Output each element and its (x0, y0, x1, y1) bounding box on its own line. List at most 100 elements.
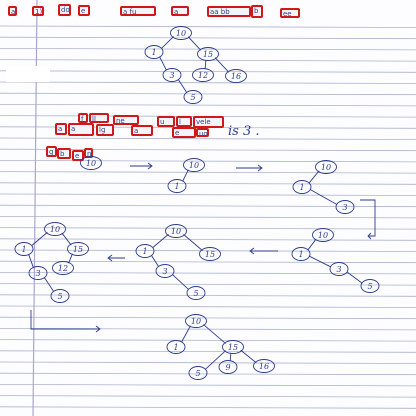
step-4-tree-node-label: 10 (318, 231, 328, 240)
initial-tree-node: 3 (162, 68, 182, 82)
arrow-step5-to-step6 (107, 254, 125, 262)
arrow-step1-to-step2 (130, 162, 153, 170)
initial-tree-node: 10 (170, 26, 192, 40)
initial-tree-edge (187, 36, 202, 51)
step-7-tree-node: 1 (166, 340, 186, 354)
initial-tree-node: 16 (225, 69, 247, 83)
question-box-5: l (176, 116, 192, 127)
step-3-tree-node: 10 (315, 160, 337, 174)
step-7-tree-node-label: 10 (191, 317, 201, 326)
step-4-tree-edge (309, 255, 331, 268)
step-4-tree-node-label: 5 (367, 282, 372, 291)
paper-blank-patch (6, 66, 50, 82)
question-box-6: vele (193, 116, 224, 128)
initial-tree-edge (214, 57, 230, 73)
header-box-5: a fu (120, 6, 156, 16)
step-6-tree-edge (31, 231, 48, 247)
question-box-12: uo (196, 128, 209, 137)
arrow-step6-to-step7 (30, 310, 101, 333)
question-box-7: a (55, 123, 67, 135)
step-6-tree-node: 3 (28, 266, 48, 280)
initial-tree-edge (204, 59, 207, 70)
step-3-tree-node: 3 (335, 200, 355, 214)
step-6-tree-node-label: 10 (50, 225, 60, 234)
step-7-tree-node: 9 (218, 360, 238, 374)
step-2-tree-edge (182, 169, 189, 182)
initial-tree-edge (159, 56, 167, 71)
initial-tree-node-label: 10 (176, 29, 186, 38)
step-5-tree-node: 15 (199, 247, 221, 261)
initial-tree-edge (161, 36, 174, 49)
step-4-tree-node: 5 (360, 279, 380, 293)
step-7-tree-edge (229, 352, 232, 362)
step-6-tree-node: 15 (67, 242, 89, 256)
step-6-tree-node-label: 3 (35, 269, 40, 278)
initial-tree-node: 12 (192, 68, 214, 82)
step-1-tree-node-label: 10 (86, 159, 96, 168)
step-6-tree-node-label: 1 (21, 245, 26, 254)
step-6-tree-node: 1 (14, 242, 34, 256)
step-5-tree-node-label: 1 (142, 247, 147, 256)
step-6-tree-node-label: 15 (73, 245, 83, 254)
step-6-tree-node: 12 (52, 261, 74, 275)
step-4-tree-node: 1 (291, 247, 311, 261)
step-6-tree-node: 10 (44, 222, 66, 236)
step-5-tree-edge (183, 234, 203, 251)
header-box-4: e (78, 5, 90, 16)
step-3-tree-edge (308, 170, 320, 184)
step-6-tree-edge (61, 232, 72, 246)
step-7-tree-node-label: 16 (259, 362, 269, 371)
header-box-3: do (58, 4, 71, 16)
step-2-tree-node: 1 (167, 179, 187, 193)
header-box-7: aa bb (207, 6, 251, 17)
step-7-tree-edge (240, 349, 257, 364)
question-box-4: u (157, 116, 175, 127)
question-box-1: f (78, 113, 88, 123)
header-box-6: a (171, 6, 189, 16)
initial-tree-node-label: 5 (190, 93, 195, 102)
step-5-tree-node-label: 3 (162, 267, 167, 276)
header-box-2: 1) (32, 6, 44, 16)
step-3-tree-node-label: 3 (342, 203, 347, 212)
initial-tree-node-label: 1 (151, 48, 156, 57)
initial-tree-node-label: 12 (198, 71, 208, 80)
step-2-tree-node: 10 (183, 158, 205, 172)
question-box-2: ll (89, 113, 109, 123)
step-6-tree-node-label: 12 (58, 264, 68, 273)
step-7-tree-node: 5 (188, 366, 208, 380)
question-tail-text: is 3 . (228, 124, 260, 139)
arrow-step2-to-step3 (236, 164, 263, 172)
step-5-tree-node: 3 (155, 264, 175, 278)
step-4-tree-edge (346, 271, 363, 284)
step-4-tree-node-label: 1 (298, 250, 303, 259)
step-7-tree-node-label: 1 (173, 343, 178, 352)
step-2-tree-node-label: 1 (174, 182, 179, 191)
question-box-8: a (68, 123, 94, 136)
arrow-step4-to-step5 (249, 247, 278, 255)
initial-tree-node: 1 (144, 45, 164, 59)
step-4-tree-node: 10 (312, 228, 334, 242)
step-7-tree-node: 16 (253, 359, 275, 373)
question-box-10: a (131, 125, 153, 136)
step-5-tree-node: 1 (135, 244, 155, 258)
step-3-tree-node-label: 10 (321, 163, 331, 172)
initial-tree-node-label: 3 (169, 71, 174, 80)
step-6-tree-edge (28, 254, 34, 268)
header-box-8: b (251, 5, 263, 18)
step-5-tree-edge (150, 255, 160, 267)
step-3-tree-node: 1 (292, 180, 312, 194)
step-6-tree-edge (43, 277, 55, 292)
step-6-tree-edge (68, 253, 73, 264)
step-7-tree-node-label: 9 (225, 363, 230, 372)
question-box-9: lg (96, 124, 114, 136)
question-box-14: b (57, 148, 71, 159)
step-4-tree-node-label: 3 (336, 265, 341, 274)
step-5-tree-edge (152, 233, 169, 249)
step-5-tree-edge (172, 274, 189, 290)
arrow-step3-to-step4 (360, 199, 376, 240)
header-box-9: ee (280, 8, 300, 18)
step-5-tree-node-label: 10 (171, 227, 181, 236)
step-5-tree-node-label: 15 (205, 250, 215, 259)
